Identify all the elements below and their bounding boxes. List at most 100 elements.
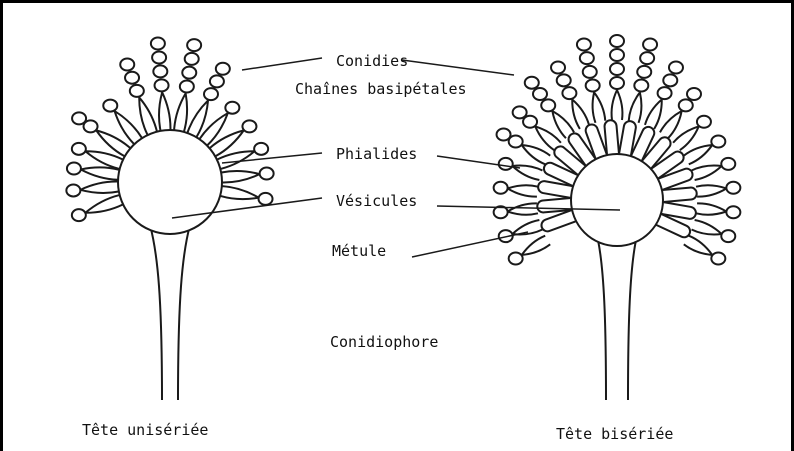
label-tete-uniseriee: Tête unisériée	[82, 421, 208, 439]
right-conidium	[721, 158, 735, 170]
left-conidium	[125, 72, 139, 84]
label-chaines-basipetales: Chaînes basipétales	[295, 80, 467, 98]
right-conidium	[610, 35, 624, 47]
right-phialide	[522, 236, 550, 255]
label-conidies: Conidies	[336, 52, 408, 70]
right-conidium	[726, 182, 740, 194]
vesicle-right	[571, 154, 663, 246]
right-conidium	[533, 88, 547, 100]
left-conidium	[152, 51, 166, 63]
left-conidium	[242, 120, 256, 132]
right-conidium	[497, 129, 511, 141]
right-conidium	[525, 77, 539, 89]
left-conidium	[182, 67, 196, 79]
left-conidium	[155, 79, 169, 91]
right-conidium	[610, 77, 624, 89]
left-conidium	[67, 163, 81, 175]
biseriate-head	[494, 35, 741, 400]
right-phialide	[692, 166, 722, 181]
right-conidium	[634, 80, 648, 92]
right-phialide	[660, 111, 682, 138]
right-phialide	[629, 92, 642, 122]
right-conidium	[586, 80, 600, 92]
right-phialide	[508, 203, 538, 214]
vesicle-left	[118, 130, 222, 234]
right-metule-fill	[543, 204, 571, 206]
left-conidium	[72, 209, 86, 221]
left-conidium	[151, 38, 165, 50]
right-conidium	[551, 62, 565, 74]
label-vesicules: Vésicules	[336, 192, 417, 210]
right-conidium	[509, 253, 523, 265]
right-conidium	[711, 136, 725, 148]
leader-conidies-right	[402, 60, 514, 75]
right-metule-fill	[544, 187, 572, 192]
left-conidium	[225, 102, 239, 114]
left-conidium	[103, 100, 117, 112]
left-conidium	[66, 184, 80, 196]
right-conidium	[637, 66, 651, 78]
left-phialide	[220, 186, 258, 199]
label-conidiophore: Conidiophore	[330, 333, 438, 351]
left-conidium	[260, 168, 274, 180]
label-metule: Métule	[332, 242, 386, 260]
left-phialide	[85, 151, 122, 169]
right-conidium	[640, 52, 654, 64]
right-conidium	[499, 158, 513, 170]
left-conidium	[216, 63, 230, 75]
left-conidium	[187, 39, 201, 51]
right-phialide	[645, 100, 662, 129]
left-phialide	[159, 92, 170, 130]
left-conidium	[120, 59, 134, 71]
left-phialide	[80, 182, 118, 193]
right-conidium	[523, 116, 537, 128]
left-conidium	[210, 75, 224, 87]
right-conidium	[610, 49, 624, 61]
conidiophore-stalk-right	[598, 240, 636, 400]
right-conidium	[669, 62, 683, 74]
left-conidium	[72, 112, 86, 124]
right-phialide	[522, 145, 550, 164]
right-conidium	[583, 66, 597, 78]
right-phialide	[612, 90, 623, 120]
right-metule-fill	[611, 126, 613, 154]
label-tete-biseriee: Tête bisériée	[556, 425, 673, 443]
left-conidium	[72, 143, 86, 155]
right-conidium	[679, 99, 693, 111]
left-conidium	[259, 193, 273, 205]
right-conidium	[663, 74, 677, 86]
right-phialide	[696, 185, 726, 196]
right-conidium	[494, 182, 508, 194]
right-conidium	[726, 206, 740, 218]
right-conidium	[658, 87, 672, 99]
right-metule-fill	[662, 208, 690, 213]
right-metule-fill	[663, 194, 691, 196]
left-conidium	[153, 65, 167, 77]
uniseriate-head	[66, 38, 273, 400]
left-phialide	[139, 97, 157, 134]
right-phialide	[572, 100, 589, 129]
right-conidium	[697, 116, 711, 128]
right-conidium	[643, 38, 657, 50]
right-conidium	[721, 230, 735, 242]
right-conidium	[562, 87, 576, 99]
right-metule-fill	[625, 127, 630, 155]
leader-phialides-left	[222, 153, 322, 163]
left-conidium	[180, 80, 194, 92]
leader-conidies-left	[242, 58, 322, 70]
left-phialide	[221, 171, 259, 182]
right-conidium	[513, 106, 527, 118]
right-conidium	[557, 74, 571, 86]
conidiophore-stalk-left	[150, 225, 190, 400]
right-phialide	[593, 92, 606, 122]
label-phialides: Phialides	[336, 145, 417, 163]
right-phialide	[696, 203, 726, 214]
right-conidium	[687, 88, 701, 100]
left-conidium	[254, 143, 268, 155]
left-phialide	[81, 167, 119, 179]
right-conidium	[541, 99, 555, 111]
right-phialide	[673, 126, 699, 150]
right-conidium	[580, 52, 594, 64]
left-phialide	[85, 195, 122, 213]
right-conidium	[610, 63, 624, 75]
